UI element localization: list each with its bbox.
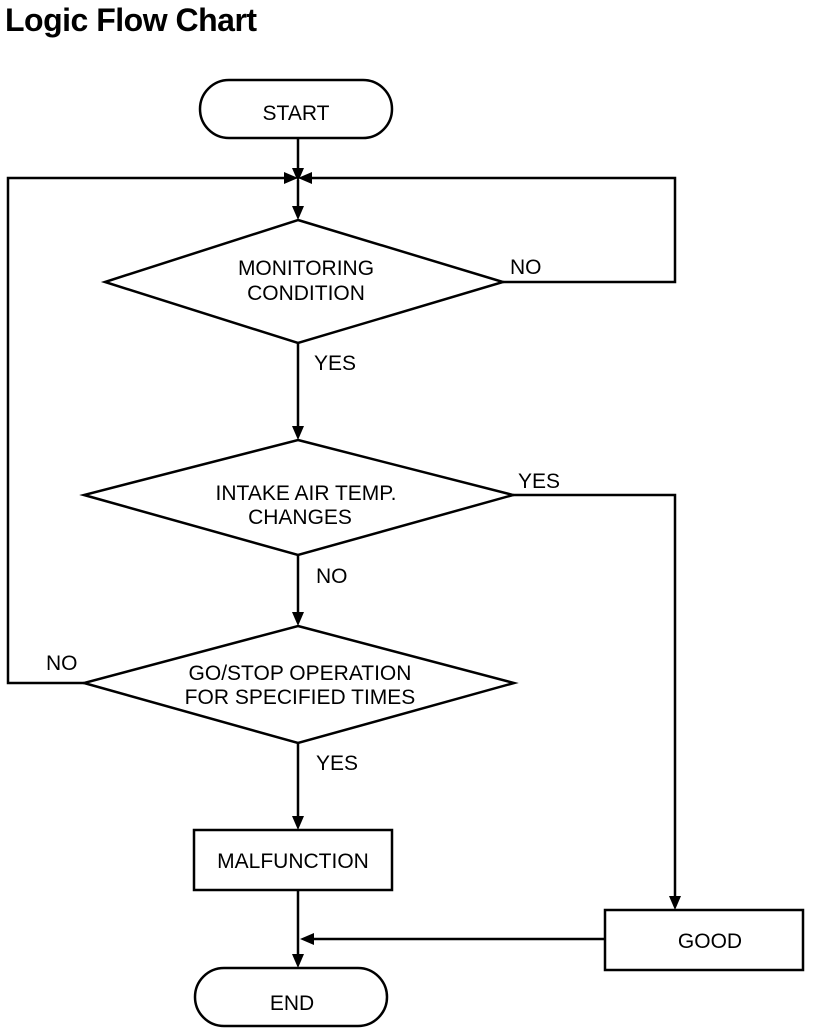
- good-process: [603, 908, 805, 972]
- arrow-head: [669, 896, 681, 910]
- end-label: END: [270, 992, 314, 1015]
- intake-yes-label: YES: [518, 470, 560, 493]
- intake-no-label: NO: [316, 565, 348, 588]
- gostop-yes-label: YES: [316, 752, 358, 775]
- intake-label-line2: CHANGES: [248, 506, 352, 529]
- arrow-head: [298, 172, 312, 184]
- intake-label-line1: INTAKE AIR TEMP.: [216, 482, 397, 505]
- malfunction-label: MALFUNCTION: [217, 850, 369, 873]
- monitoring-yes-label: YES: [314, 352, 356, 375]
- arrow-head: [292, 206, 304, 220]
- arrow-head: [292, 426, 304, 440]
- arrow-head: [292, 168, 304, 182]
- start-label: START: [263, 102, 330, 125]
- arrow-head: [292, 954, 304, 968]
- connector-intake-good: [513, 493, 677, 898]
- connector-gostop-no-loop: [6, 176, 286, 685]
- arrow-head: [300, 933, 314, 945]
- monitoring-no-label: NO: [510, 256, 542, 279]
- connector-monitoring-no-loop: [310, 176, 677, 284]
- gostop-label-line1: GO/STOP OPERATION: [189, 662, 412, 685]
- monitoring-label-line1: MONITORING: [238, 257, 374, 280]
- gostop-label-line2: FOR SPECIFIED TIMES: [185, 686, 416, 709]
- arrow-head: [292, 612, 304, 626]
- arrow-head: [284, 172, 298, 184]
- start-terminal: [198, 78, 394, 140]
- gostop-no-label: NO: [46, 652, 78, 675]
- malfunction-process: [192, 828, 394, 892]
- arrow-head: [292, 816, 304, 830]
- monitoring-label-line2: CONDITION: [247, 282, 365, 305]
- page-title: Logic Flow Chart: [5, 2, 257, 38]
- good-label: GOOD: [678, 930, 742, 953]
- end-terminal: [193, 966, 389, 1028]
